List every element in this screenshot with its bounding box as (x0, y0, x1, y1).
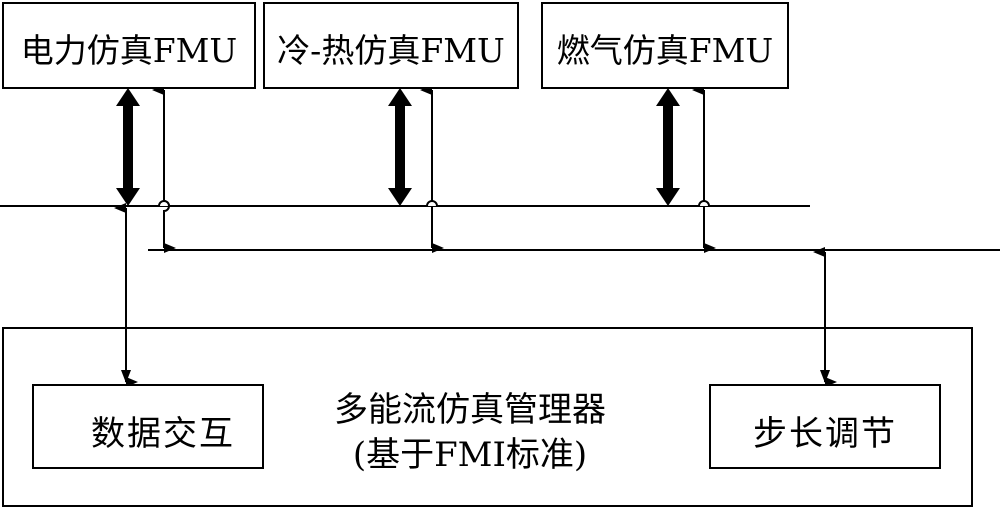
manager-box (2, 327, 973, 507)
thin-arrow-heat (420, 85, 444, 253)
manager-title: 多能流仿真管理器 (334, 390, 606, 430)
manager-subtitle: (基于FMI标准) (352, 435, 588, 475)
data-exchange-label: 数据交互 (91, 414, 235, 454)
fmu-label-heat: 冷-热仿真FMU (277, 31, 505, 70)
fmu-label-power: 电力仿真FMU (20, 31, 238, 70)
data-exchange-box: 数据交互 (32, 384, 264, 469)
fmu-label-gas: 燃气仿真FMU (556, 31, 774, 70)
thick-arrow-heat (388, 88, 412, 206)
thick-arrow-power (116, 88, 140, 206)
step-adjust-box: 步长调节 (709, 384, 941, 469)
thick-arrow-gas (656, 88, 680, 206)
step-adjust-label: 步长调节 (753, 414, 897, 454)
fmu-box-gas: 燃气仿真FMU (541, 2, 789, 89)
thin-arrow-gas (692, 85, 716, 253)
fmu-box-heat: 冷-热仿真FMU (263, 2, 519, 89)
fmu-box-power: 电力仿真FMU (2, 2, 256, 89)
thin-arrow-power (152, 85, 176, 253)
